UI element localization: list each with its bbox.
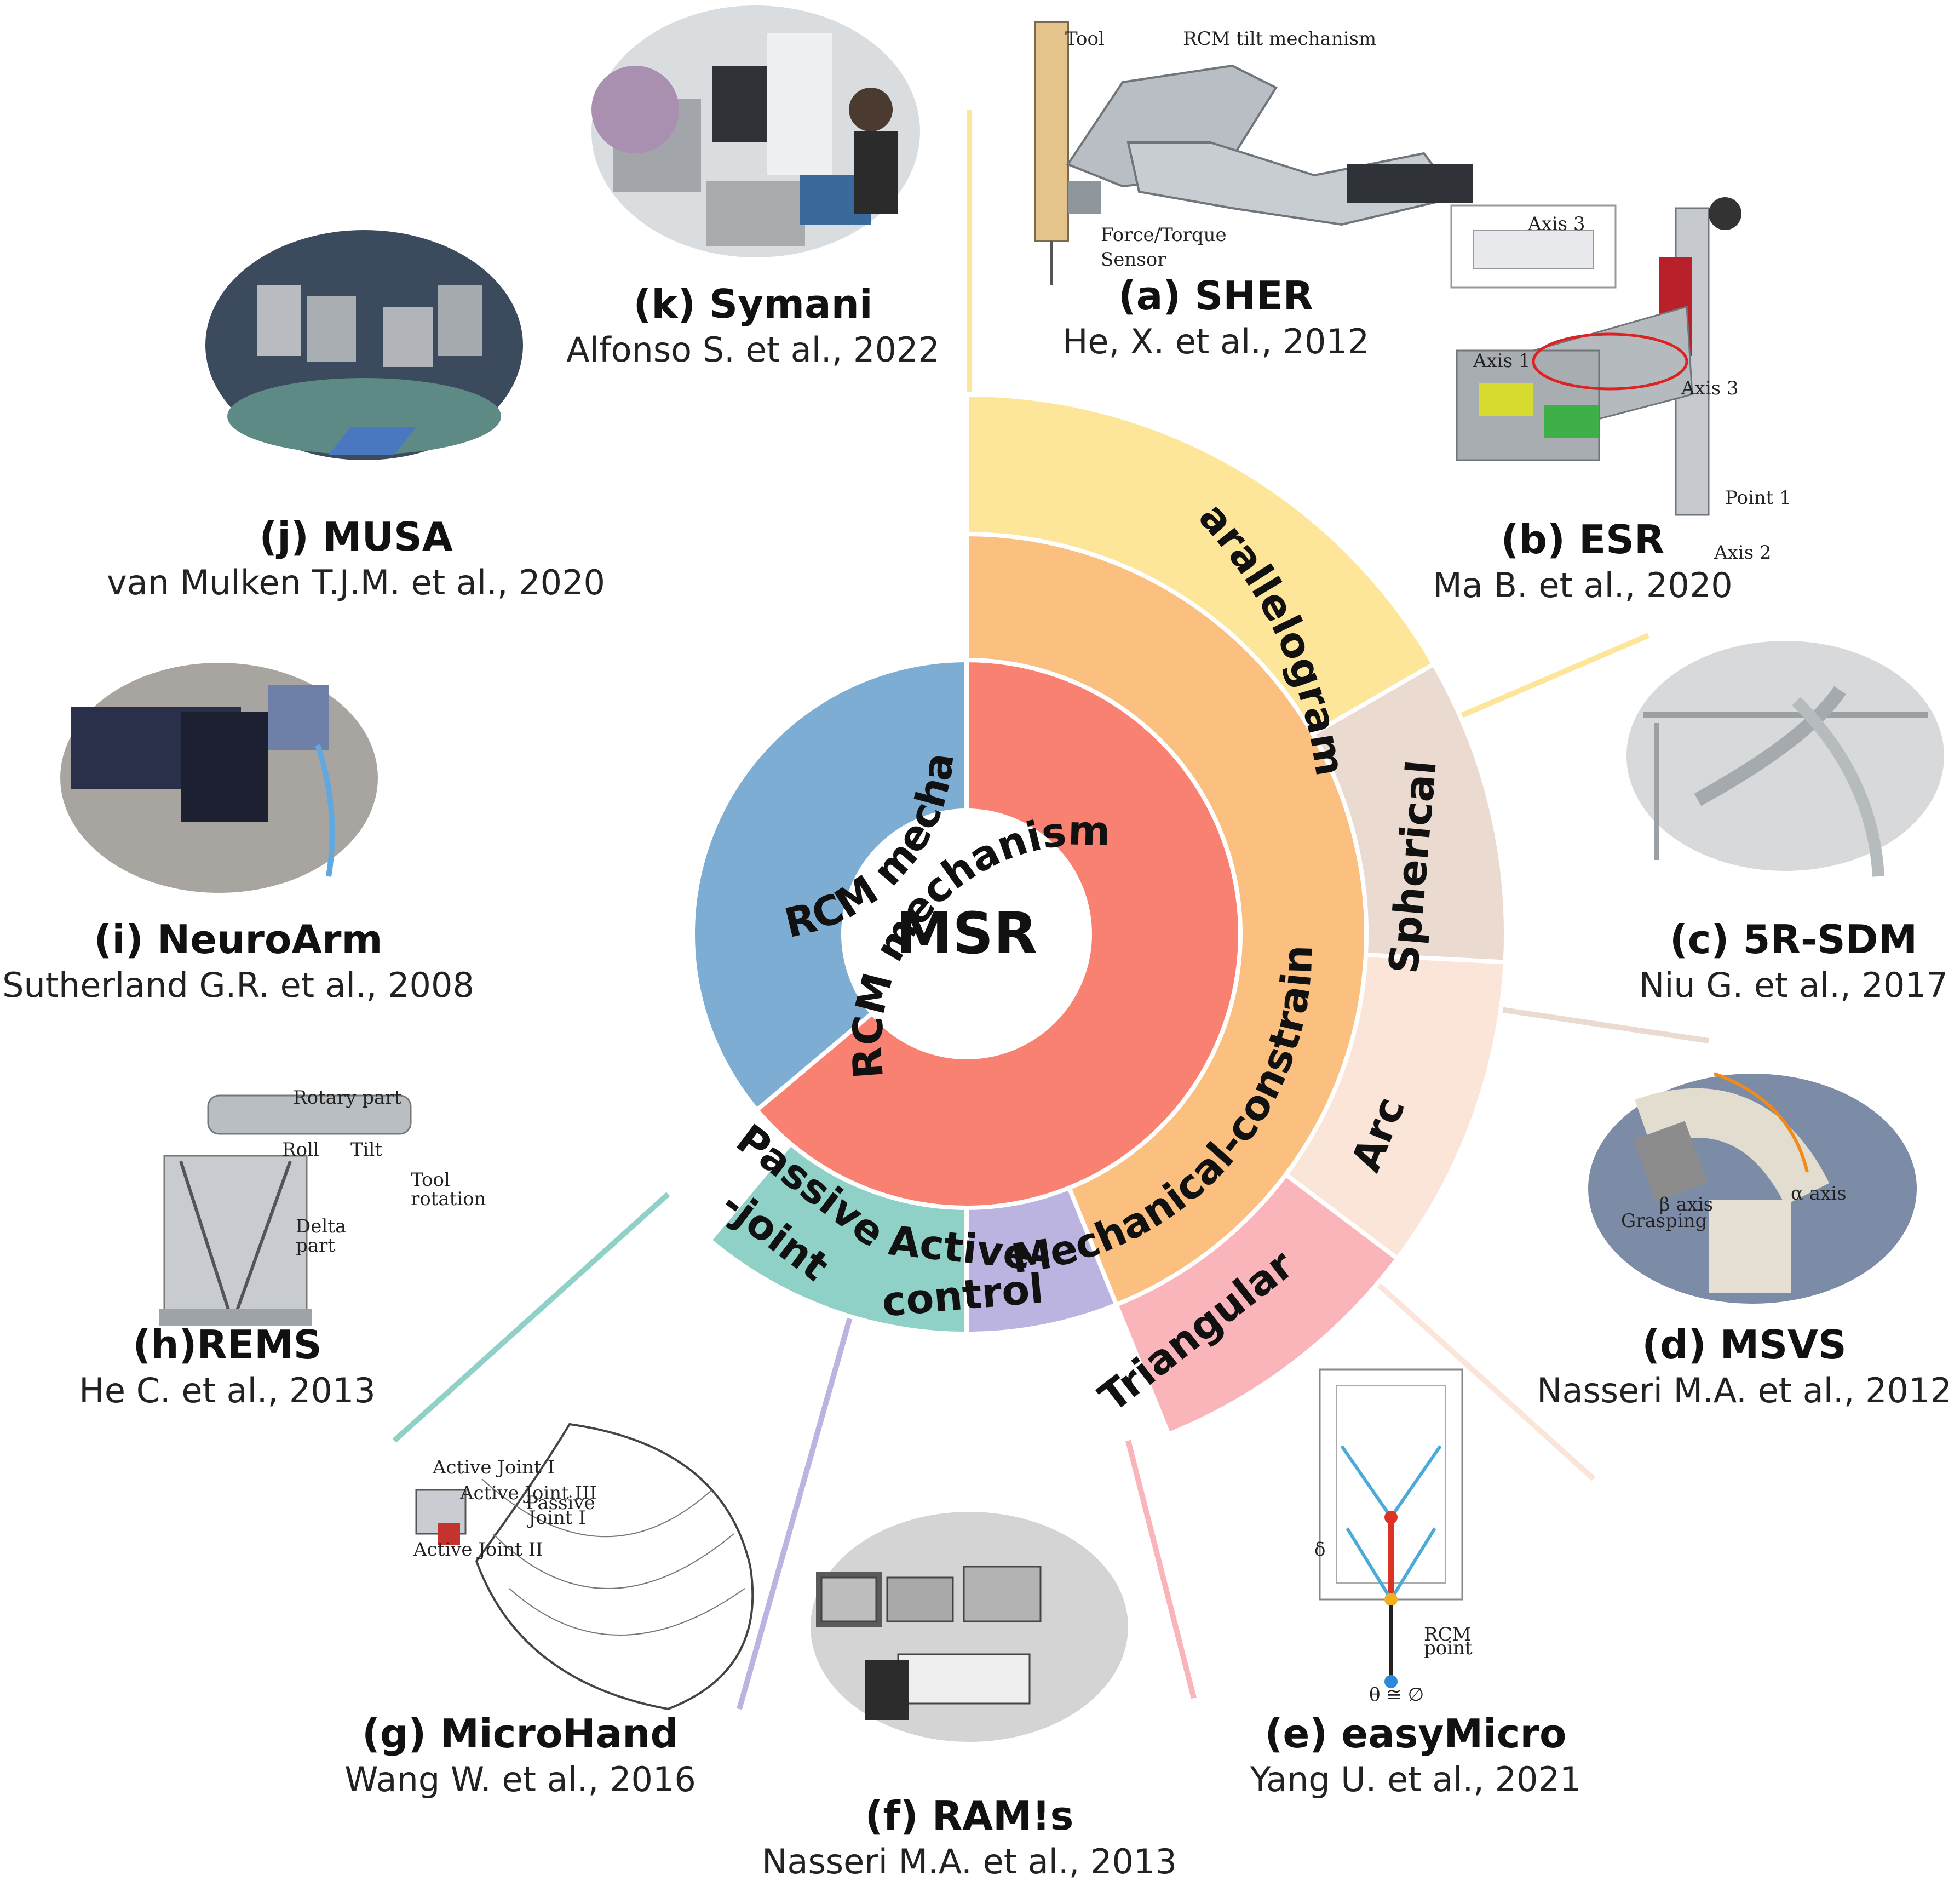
caption-title: (g) MicroHand [362,1711,679,1757]
caption-msvs: (d) MSVS Nasseri M.A. et al., 2012 [1537,1322,1952,1410]
photo-neuroarm [60,663,378,893]
robot-captions: (k) Symani Alfonso S. et al., 2022 (a) S… [2,273,1952,1882]
caption-musa: (j) MUSA van Mulken T.J.M. et al., 2020 [107,514,605,603]
sher-label-tool: Tool [1065,28,1105,50]
microhand-label-joint2: Active Joint II [413,1539,543,1561]
caption-author: Nasseri M.A. et al., 2012 [1537,1371,1952,1410]
easymicro-label-point: point [1424,1637,1473,1659]
center-hole [845,812,1088,1056]
connector-line-msvs [1367,1274,1596,1481]
microhand-label-joint3: Active Joint III [459,1482,597,1504]
caption-title: (h)REMS [133,1322,321,1368]
easymicro-label-theta: θ ≅ ∅ [1369,1684,1424,1706]
caption-author: Sutherland G.R. et al., 2008 [2,965,474,1005]
caption-neuroarm: (i) NeuroArm Sutherland G.R. et al., 200… [2,916,474,1005]
caption-title: (a) SHER [1118,273,1313,319]
caption-title: (i) NeuroArm [94,916,382,962]
sher-label-sensor: Sensor [1101,249,1166,271]
sher-label-force-torque: Force/Torque [1101,224,1227,246]
caption-easymicro: (e) easyMicro Yang U. et al., 2021 [1250,1711,1582,1799]
microhand-label-passive-joint1: Joint I [527,1507,586,1529]
connector-line-microhand [392,1192,670,1443]
microhand-label-joint1: Active Joint I [432,1457,555,1478]
photo-rams [811,1512,1128,1742]
segment-parallelogram [964,392,1437,737]
caption-title: (d) MSVS [1642,1322,1847,1368]
rems-label-tilt: Tilt [350,1139,382,1161]
sunburst-chart [691,392,1508,1437]
caption-author: Yang U. et al., 2021 [1250,1759,1582,1799]
rems-label-part: part [296,1235,335,1257]
caption-microhand: (g) MicroHand Wang W. et al., 2016 [344,1711,696,1799]
caption-esr: (b) ESR Ma B. et al., 2020 [1433,517,1732,605]
caption-rems: (h)REMS He C. et al., 2013 [79,1322,375,1410]
microhand-label-passive: Passive [526,1492,595,1514]
rems-label-roll: Roll [282,1139,319,1161]
connector-lines [392,110,1709,1710]
rems-label-rotation: rotation [411,1188,486,1210]
connector-line-esr [1456,633,1649,720]
caption-author: Alfonso S. et al., 2022 [566,330,940,370]
caption-author: He, X. et al., 2012 [1062,322,1369,362]
caption-author: van Mulken T.J.M. et al., 2020 [107,563,605,603]
caption-symani: (k) Symani Alfonso S. et al., 2022 [566,281,940,370]
segment-active-control [964,1185,1119,1337]
rems-label-tool: Tool [411,1169,450,1191]
segment-passive-joint [706,1140,969,1337]
photo-musa [205,230,523,460]
photo-5r-sdm [1626,641,1944,877]
connector-line-rams [737,1311,854,1710]
caption-sher: (a) SHER He, X. et al., 2012 [1062,273,1369,362]
esr-label-axis3-inset: Axis 3 [1527,213,1585,235]
esr-label-axis3: Axis 3 [1681,377,1739,399]
msvs-label-grasping: Grasping [1621,1210,1707,1232]
esr-label-axis2: Axis 2 [1714,542,1772,564]
easymicro-label-delta: δ [1314,1539,1325,1561]
caption-title: (e) easyMicro [1265,1711,1567,1757]
caption-title: (j) MUSA [259,514,453,560]
caption-title: (k) Symani [633,281,872,327]
rems-label-rotary: Rotary part [293,1087,402,1109]
msvs-label-beta: β axis [1659,1194,1713,1215]
segment-non-rcm-mechanism [691,657,969,1114]
drawing-rems: Rotary part Roll Tilt Tool rotation Delt… [159,1087,486,1326]
photo-msvs: α axis β axis Grasping [1588,1072,1917,1304]
esr-label-axis1: Axis 1 [1473,350,1531,372]
caption-author: Nasseri M.A. et al., 2013 [762,1842,1177,1882]
drawing-easymicro: δ RCM point θ ≅ ∅ [1314,1368,1473,1706]
esr-label-point1: Point 1 [1725,487,1791,509]
drawing-microhand: Active Joint I Active Joint III Passive … [413,1423,754,1711]
caption-author: He C. et al., 2013 [79,1371,375,1410]
drawing-sher: Tool RCM tilt mechanism Force/Torque Sen… [1034,21,1473,285]
caption-rams: (f) RAM!s Nasseri M.A. et al., 2013 [762,1793,1177,1882]
msvs-label-alpha: α axis [1791,1183,1847,1205]
drawing-esr: Axis 3 Axis 1 Axis 3 Point 1 Axis 2 [1450,197,1791,564]
caption-title: (f) RAM!s [865,1793,1074,1839]
connector-line-5rsdm [1489,1005,1709,1043]
photo-symani [591,5,920,257]
segment-triangular [1113,1171,1401,1437]
sher-label-rcm-tilt: RCM tilt mechanism [1183,28,1376,50]
caption-author: Wang W. et al., 2016 [344,1759,696,1799]
caption-author: Niu G. et al., 2017 [1639,965,1948,1005]
easymicro-label-rcm: RCM [1424,1624,1471,1645]
caption-title: (c) 5R-SDM [1670,916,1917,962]
caption-title: (b) ESR [1501,517,1665,563]
center-label-msr: MSR [896,900,1037,967]
connector-line-easymicro [1125,1440,1197,1699]
caption-5r-sdm: (c) 5R-SDM Niu G. et al., 2017 [1639,916,1948,1005]
rems-label-delta: Delta [296,1215,346,1237]
caption-author: Ma B. et al., 2020 [1433,565,1732,605]
